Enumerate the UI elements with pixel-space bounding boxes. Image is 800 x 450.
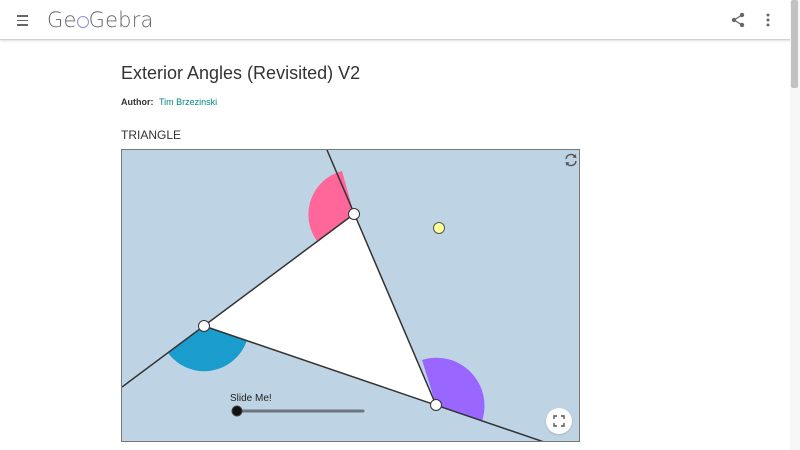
hamburger-menu-button[interactable] [14,11,32,29]
author-link[interactable]: Tim Brzezinski [159,97,218,107]
reset-button[interactable] [563,152,579,168]
top-app-bar: Ge Gebra [0,0,800,40]
vertex-A-point[interactable] [348,208,360,220]
free-point[interactable] [433,222,445,234]
page-scrollbar[interactable] [790,0,800,450]
applet-canvas[interactable] [122,150,580,442]
hamburger-line [17,24,28,26]
logo-text-end: Gebra [88,8,154,32]
vertex-C-point[interactable] [430,399,442,411]
logo-text-start: Ge [47,8,77,32]
geogebra-logo[interactable]: Ge Gebra [47,8,154,32]
line-through-B-A [122,213,355,388]
more-vert-icon [766,13,770,27]
hamburger-menu-icon [17,15,28,17]
scrollbar-thumb[interactable] [791,0,798,88]
author-line: Author: Tim Brzezinski [121,97,217,107]
line-through-A-C [326,150,437,406]
fullscreen-icon [553,415,565,427]
share-icon [731,12,745,28]
vertex-B-point[interactable] [198,320,210,332]
line-through-B-C [203,325,544,441]
author-label: Author: [121,97,154,107]
geogebra-applet[interactable]: Slide Me! [121,149,580,442]
angle-left-sector [168,326,247,372]
page-title: Exterior Angles (Revisited) V2 [121,63,361,83]
hamburger-line [17,19,28,22]
section-title: TRIANGLE [121,128,182,142]
logo-ring-icon [76,16,89,28]
slider-label: Slide Me! [230,393,272,404]
more-options-button[interactable] [760,10,776,30]
share-button[interactable] [728,10,748,30]
reset-icon [565,153,577,167]
slider-handle[interactable] [231,405,243,417]
angle-top-sector [308,171,354,241]
fullscreen-button[interactable] [546,408,572,434]
triangle-fill [204,214,436,405]
